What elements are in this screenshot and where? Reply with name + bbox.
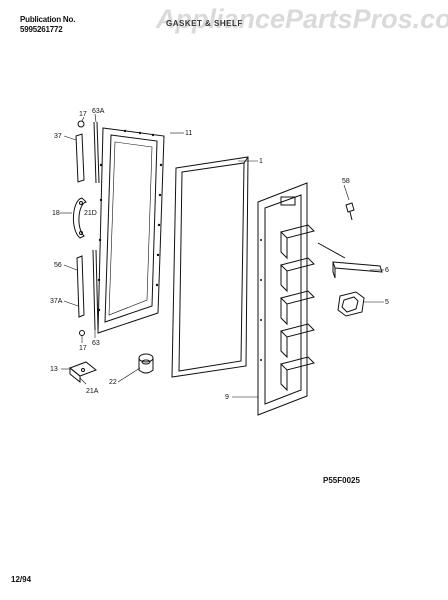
- cap-part: [138, 353, 154, 374]
- publication-number: 5995261772: [20, 25, 63, 34]
- handle-part: [73, 197, 87, 239]
- callout-13: 13: [50, 366, 58, 373]
- publication-label: Publication No.: [20, 15, 76, 24]
- callout-58: 58: [342, 178, 350, 185]
- callout-9: 9: [225, 394, 229, 401]
- shelf-clip-part: [337, 291, 365, 317]
- callout-56: 56: [54, 262, 62, 269]
- callout-17-bottom: 17: [79, 345, 87, 352]
- callout-18: 18: [52, 210, 60, 217]
- callout-37: 37: [54, 133, 62, 140]
- callout-1: 1: [259, 158, 263, 165]
- callout-63a: 63A: [92, 108, 105, 115]
- leader-lines: [60, 113, 384, 398]
- door-liner-part: [257, 182, 315, 416]
- door-shelves: [280, 224, 315, 392]
- page-title: GASKET & SHELF: [166, 19, 243, 28]
- callout-21a: 21A: [86, 388, 99, 395]
- door-panel-part: [171, 156, 249, 378]
- shelf-bracket-part: [317, 242, 383, 279]
- callout-37a: 37A: [50, 298, 63, 305]
- watermark: AppliancePartsPros.com: [156, 4, 448, 34]
- callout-22: 22: [109, 379, 117, 386]
- lower-hinge-parts: [76, 249, 99, 336]
- diagram-code: P55F0025: [323, 476, 360, 485]
- callout-17-top: 17: [79, 111, 87, 118]
- callout-11: 11: [185, 130, 192, 137]
- callout-5: 5: [385, 299, 389, 306]
- callout-63: 63: [92, 340, 100, 347]
- screw-part: [345, 202, 355, 221]
- upper-hinge-parts: [75, 120, 100, 184]
- gasket-frame-part: [97, 127, 165, 334]
- hinge-bracket-part: [69, 361, 97, 384]
- revision-date: 12/94: [11, 575, 32, 584]
- callout-6: 6: [385, 267, 389, 274]
- callout-21d: 21D: [84, 210, 97, 217]
